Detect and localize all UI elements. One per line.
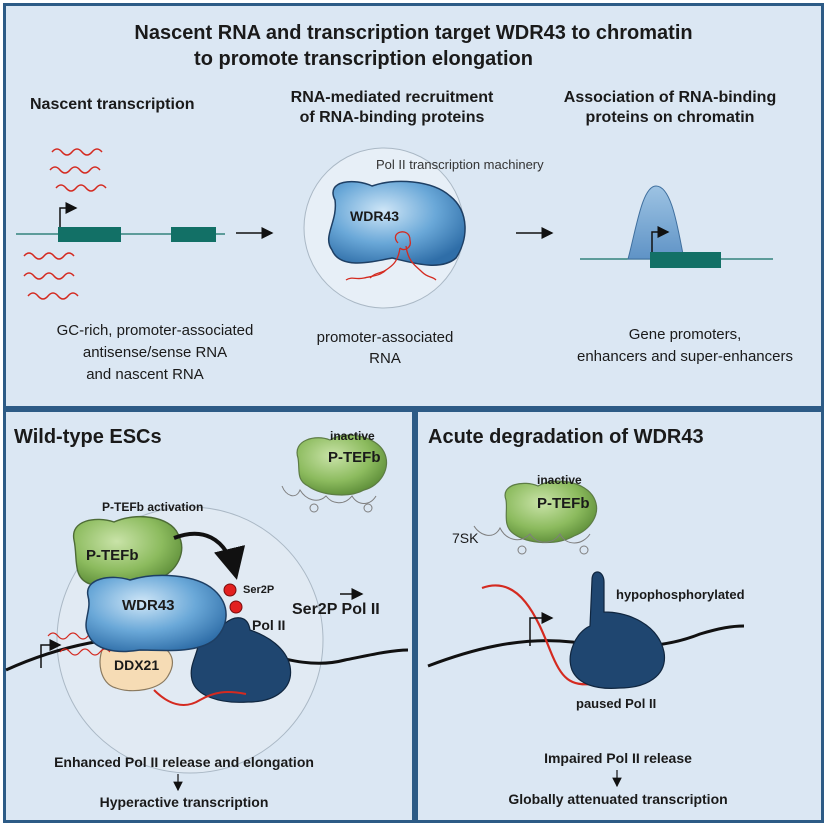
ptefb-inactive-label-left: P-TEFb — [328, 449, 381, 466]
tss-arrow-icon-right — [651, 226, 670, 252]
paused-polii-shape — [569, 571, 665, 689]
nascent-rna-wiggles-bottom — [23, 252, 79, 300]
exon-box-1 — [58, 227, 121, 242]
inactive-label-right: inactive — [537, 473, 582, 487]
col1-caption-line3: and nascent RNA — [86, 366, 204, 383]
inactive-label-left: inactive — [330, 429, 375, 443]
rna-hairpin-top — [345, 231, 437, 281]
wt-footer-line1: Enhanced Pol II release and elongation — [54, 754, 314, 770]
col2-caption-line1: promoter-associated — [316, 329, 454, 346]
deg-footer-line2: Globally attenuated transcription — [508, 791, 728, 807]
tss-arrow-icon — [59, 202, 78, 227]
wdr43-blob-top — [327, 180, 466, 266]
inactive-ptefb-blob-left — [296, 434, 388, 496]
col2-heading-line1: RNA-mediated recruitment — [290, 89, 494, 106]
col3-caption-line1: Gene promoters, — [628, 326, 742, 343]
title-line-1: Nascent RNA and transcription target WDR… — [134, 22, 693, 44]
nascent-rna-wiggles-top — [49, 148, 107, 192]
ddx21-label: DDX21 — [114, 657, 160, 673]
ptefb-blob-active — [73, 515, 183, 589]
ser2p-dot-1 — [223, 583, 237, 597]
promoter-box — [650, 252, 721, 268]
wt-footer-line2: Hyperactive transcription — [99, 794, 269, 810]
deg-footer-line1: Impaired Pol II release — [544, 750, 692, 766]
wildtype-heading: Wild-type ESCs — [14, 426, 162, 448]
title-line-2: to promote transcription elongation — [194, 48, 533, 70]
col3-heading-line2: proteins on chromatin — [585, 109, 755, 126]
ser2p-dot-2 — [229, 600, 243, 614]
degradation-heading: Acute degradation of WDR43 — [428, 426, 704, 448]
col3-caption-line2: enhancers and super-enhancers — [577, 348, 793, 365]
7sk-rna-left — [281, 485, 377, 513]
wdr43-label-top: WDR43 — [350, 208, 400, 224]
wdr43-label-wt: WDR43 — [122, 597, 175, 614]
polii-label-wt: Pol II — [252, 617, 286, 633]
ptefb-label-right: P-TEFb — [537, 495, 590, 512]
hypophosphorylated-label: hypophosphorylated — [616, 587, 745, 602]
ser2p-label: Ser2P — [243, 584, 275, 596]
ptefb-activation-label: P-TEFb activation — [102, 500, 204, 514]
tss-arrow-icon-wt — [40, 639, 62, 668]
binding-peak — [627, 185, 685, 260]
col3-heading-line1: Association of RNA-binding — [563, 89, 777, 106]
ser2p-polii-label: Ser2P Pol II — [292, 601, 380, 618]
col1-caption-line2: antisense/sense RNA — [82, 344, 228, 361]
machinery-label: Pol II transcription machinery — [376, 157, 544, 172]
7sk-label: 7SK — [452, 530, 479, 546]
7sk-rna-right — [473, 525, 591, 555]
activation-arrow — [173, 531, 246, 580]
paused-polii-label: paused Pol II — [576, 696, 657, 711]
tss-arrow-icon-deg — [529, 612, 554, 646]
inactive-ptefb-blob-right — [504, 480, 598, 544]
col2-heading-line2: of RNA-binding proteins — [299, 109, 485, 126]
col1-caption-line1: GC-rich, promoter-associated — [56, 322, 254, 339]
wdr43-blob-wt — [85, 574, 227, 653]
col2-caption-line2: RNA — [369, 350, 401, 367]
nascent-rna-wt — [153, 689, 247, 706]
col1-heading: Nascent transcription — [30, 96, 195, 113]
nascent-rna-deg — [481, 584, 595, 686]
ptefb-label-active: P-TEFb — [86, 547, 139, 564]
exon-box-2 — [171, 227, 216, 242]
